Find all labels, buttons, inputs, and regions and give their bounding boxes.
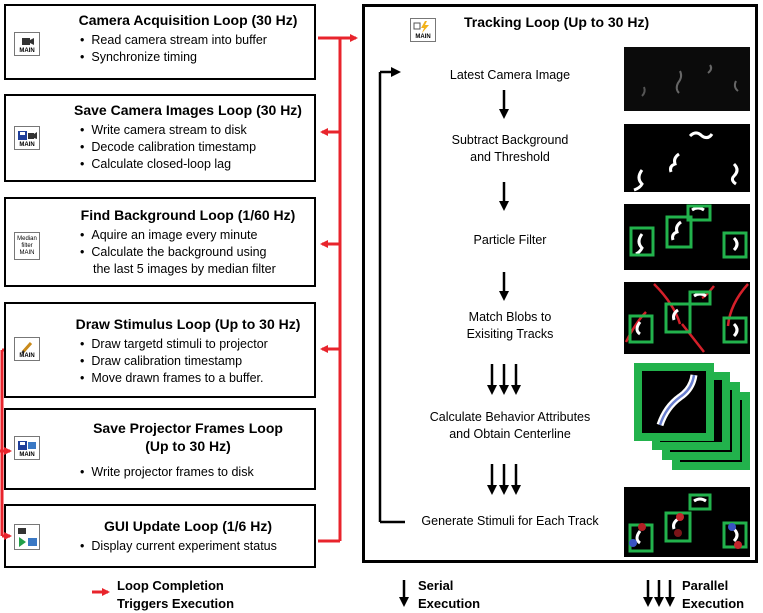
list-item: Draw targetd stimuli to projector <box>80 336 267 353</box>
list-item: Decode calibration timestamp <box>80 139 256 156</box>
gui-display-icon <box>14 524 40 550</box>
list-item: Calculate closed-loop lag <box>80 156 256 173</box>
thumbnail-centerline <box>634 363 714 441</box>
step-calculate-behavior: Calculate Behavior Attributes <box>429 410 591 424</box>
save-projector-frames-loop-box: MAIN Save Projector Frames Loop (Up to 3… <box>4 408 316 490</box>
thumbnail-match-blobs <box>624 282 750 354</box>
find-background-loop-box: Median filter MAIN Find Background Loop … <box>4 197 316 287</box>
loop-title: Find Background Loop (1/60 Hz) <box>80 207 296 223</box>
save-camera-images-loop-box: MAIN Save Camera Images Loop (30 Hz) Wri… <box>4 94 316 182</box>
step-threshold: and Threshold <box>470 150 550 164</box>
save-camera-icon: MAIN <box>14 126 40 150</box>
loop-items: Draw targetd stimuli to projector Draw c… <box>80 336 268 387</box>
list-item: Display current experiment status <box>80 538 277 555</box>
step-latest-camera-image: Latest Camera Image <box>449 68 571 82</box>
step-existing-tracks: Exisiting Tracks <box>466 327 554 341</box>
list-item: Synchronize timing <box>80 49 267 66</box>
legend-parallel-line1: Parallel <box>682 578 729 593</box>
step-generate-stimuli: Generate Stimuli for Each Track <box>421 514 599 528</box>
loop-items: Write projector frames to disk <box>80 464 253 481</box>
thumbnail-particle-filter <box>624 204 750 270</box>
legend-parallel-line2: Execution <box>682 596 745 611</box>
loop-title: Save Camera Images Loop (30 Hz) <box>74 102 302 118</box>
loop-title: Save Projector Frames Loop <box>93 420 283 436</box>
legend-parallel-arrows-glyph <box>643 580 675 607</box>
loop-title: Camera Acquisition Loop (30 Hz) <box>78 12 298 28</box>
red-trigger-trunk <box>318 36 342 543</box>
list-item: the last 5 images by median filter <box>93 262 276 276</box>
thumbnail-generate-stimuli <box>624 487 750 557</box>
loop-title: Draw Stimulus Loop (Up to 30 Hz) <box>75 316 301 332</box>
loop-items: Read camera stream into buffer Synchroni… <box>80 32 267 66</box>
tracking-loop-back <box>378 67 405 524</box>
list-item: Read camera stream into buffer <box>80 32 267 49</box>
list-item: Calculate the background using <box>80 244 276 261</box>
camera-main-icon: MAIN <box>14 32 40 56</box>
list-item: Move drawn frames to a buffer. <box>80 370 268 387</box>
red-trigger-arrows <box>320 34 358 353</box>
parallel-arrows <box>487 364 521 495</box>
lightning-main-icon: MAIN <box>410 18 436 42</box>
red-left-bracket <box>0 348 4 536</box>
legend-red-line2: Triggers Execution <box>117 596 235 611</box>
thumbnail-camera-image <box>624 47 750 111</box>
save-projector-icon: MAIN <box>14 436 40 460</box>
list-item: Write projector frames to disk <box>80 464 253 481</box>
loop-items: Display current experiment status <box>80 538 277 555</box>
tracking-loop-box <box>362 4 758 563</box>
step-particle-filter: Particle Filter <box>473 233 547 247</box>
camera-acquisition-loop-box: MAIN Camera Acquisition Loop (30 Hz) Rea… <box>4 4 316 80</box>
step-obtain-centerline: and Obtain Centerline <box>449 427 571 441</box>
loop-items: Write camera stream to disk Decode calib… <box>80 122 256 173</box>
loop-title-line2: (Up to 30 Hz) <box>145 438 231 454</box>
step-match-blobs: Match Blobs to <box>468 310 552 324</box>
pencil-icon: MAIN <box>14 337 40 361</box>
draw-stimulus-loop-box: MAIN Draw Stimulus Loop (Up to 30 Hz) Dr… <box>4 302 316 398</box>
list-item: Aquire an image every minute <box>80 227 276 244</box>
median-filter-icon: Median filter MAIN <box>14 232 40 260</box>
step-subtract-background: Subtract Background <box>451 133 569 147</box>
thumbnail-threshold <box>624 124 750 192</box>
loop-items: Aquire an image every minute Calculate t… <box>80 227 276 278</box>
loop-title: GUI Update Loop (1/6 Hz) <box>104 518 272 534</box>
tracking-loop-title: Tracking Loop (Up to 30 Hz) <box>464 14 650 30</box>
list-item: Draw calibration timestamp <box>80 353 268 370</box>
legend-serial-line2: Execution <box>418 596 481 611</box>
legend-red-line1: Loop Completion <box>117 578 224 593</box>
list-item: Write camera stream to disk <box>80 122 256 139</box>
legend-serial-line1: Serial <box>418 578 454 593</box>
